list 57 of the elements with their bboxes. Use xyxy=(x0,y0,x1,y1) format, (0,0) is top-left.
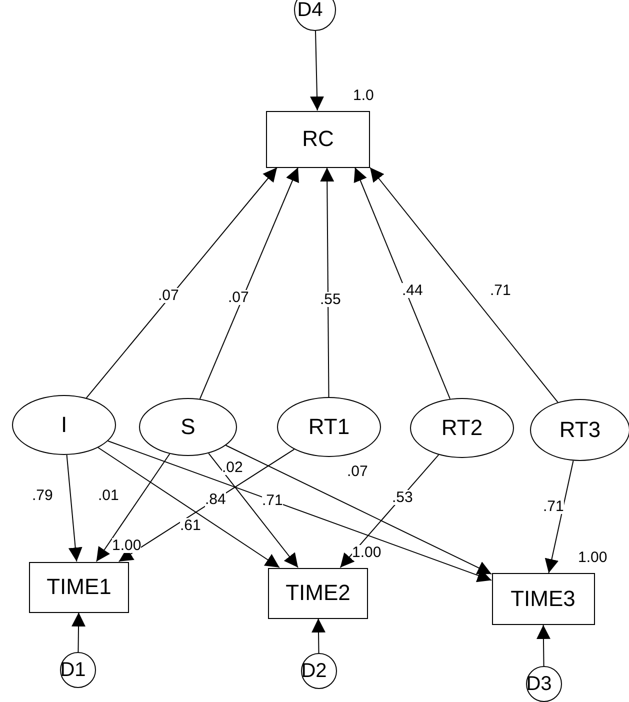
arrow xyxy=(310,30,324,111)
edge-label: .79 xyxy=(32,488,53,503)
arrow xyxy=(96,453,170,562)
observed-variable-box xyxy=(29,562,129,612)
edge-label: .07 xyxy=(347,464,368,479)
variable-name: RT2 xyxy=(441,415,483,441)
arrow xyxy=(86,167,278,398)
error-circle xyxy=(294,0,336,31)
edge-label: .07 xyxy=(158,288,179,303)
arrow xyxy=(199,167,299,400)
arrow xyxy=(118,448,295,562)
arrow xyxy=(225,444,492,575)
arrow xyxy=(312,618,326,654)
variance-value: 1.00 xyxy=(112,538,142,553)
variable-name: TIME1 xyxy=(46,574,112,600)
variance-value: 1.00 xyxy=(352,545,382,560)
variable-name: TIME3 xyxy=(510,586,576,612)
error-circle xyxy=(60,652,96,688)
edge-label: .84 xyxy=(205,492,226,507)
variable-name: S xyxy=(180,414,196,440)
edge-label: .07 xyxy=(228,290,249,305)
variable-name: I xyxy=(60,412,68,438)
arrow xyxy=(370,167,558,403)
error-circle xyxy=(301,653,337,689)
variable-name: D2 xyxy=(301,660,327,682)
arrow xyxy=(98,447,280,568)
edge-label: .71 xyxy=(262,493,283,508)
variable-name: TIME2 xyxy=(286,580,350,606)
variable-name: D3 xyxy=(526,672,552,696)
arrow xyxy=(320,167,334,398)
variance-value: 1.0 xyxy=(353,88,374,103)
arrow xyxy=(66,454,82,562)
edge-label: .71 xyxy=(543,499,564,514)
edge-label: .44 xyxy=(402,283,423,298)
arrow xyxy=(354,167,450,400)
arrow xyxy=(544,460,574,574)
observed-variable-box xyxy=(266,110,370,168)
variable-name: D1 xyxy=(60,658,86,682)
variable-name: RT1 xyxy=(308,414,350,440)
edge-label: .53 xyxy=(392,490,413,505)
variable-name: RC xyxy=(302,126,334,152)
arrow xyxy=(208,452,299,568)
arrow xyxy=(108,440,492,582)
observed-variable-box xyxy=(268,568,368,618)
edge-label: .71 xyxy=(490,283,511,298)
edge-label: .01 xyxy=(98,488,119,503)
edge-label: .55 xyxy=(320,292,341,307)
edge-label: .02 xyxy=(222,460,243,475)
arrow xyxy=(72,612,86,652)
arrow xyxy=(536,624,550,666)
error-circle xyxy=(526,666,562,702)
variable-name: D4 xyxy=(297,0,323,22)
variance-value: 1.00 xyxy=(578,550,608,565)
arrow xyxy=(340,454,440,568)
edge-label: .61 xyxy=(180,518,201,533)
variable-name: RT3 xyxy=(559,417,601,443)
observed-variable-box xyxy=(492,573,594,625)
